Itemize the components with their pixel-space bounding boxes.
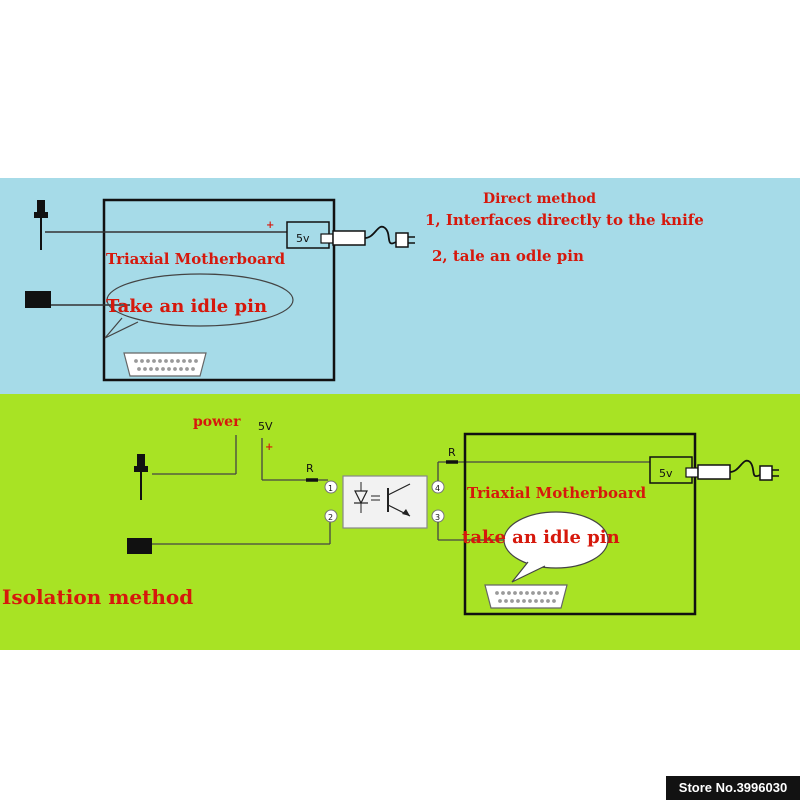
power-plug-icon	[320, 225, 415, 248]
isolation-method-title: Isolation method	[2, 585, 193, 609]
direct-step-1: 1, Interfaces directly to the knife	[425, 211, 704, 229]
plus-mark: +	[266, 220, 274, 231]
supply-5v-label: 5v	[296, 232, 310, 245]
speech-bubble	[106, 273, 294, 327]
pin-4: 4	[435, 484, 440, 493]
speech-bubble	[503, 511, 609, 569]
resistor-left-label: R	[306, 462, 314, 475]
direct-step-2: 2, tale an odle pin	[432, 247, 584, 265]
direct-method-diagram: + 5v	[25, 191, 704, 382]
power-plug-icon	[685, 459, 779, 481]
isolation-method-diagram: power 5V + R 1 2 3 4	[2, 414, 779, 616]
speech-bubble-tail	[104, 317, 139, 339]
knife-icon	[134, 454, 148, 500]
motherboard-frame	[463, 432, 697, 616]
supply-5v-label: 5V	[258, 420, 273, 433]
store-badge: Store No.3996030	[666, 776, 800, 800]
resistor-right-label: R	[448, 446, 456, 459]
motherboard-frame	[102, 198, 336, 382]
sensor-block-icon	[127, 538, 152, 554]
speech-bubble-tail	[511, 561, 546, 583]
board-label: Triaxial Motherboard	[467, 484, 647, 502]
sensor-block-icon	[25, 291, 51, 308]
db25-connector-icon	[123, 352, 207, 377]
board-label: Triaxial Motherboard	[106, 250, 286, 268]
pin-1: 1	[328, 484, 333, 493]
optocoupler: 1 2 3 4	[324, 475, 445, 529]
knife-icon	[34, 200, 48, 250]
idle-pin-label: Take an idle pin	[106, 296, 267, 317]
idle-pin-label: take an idle pin	[462, 527, 620, 548]
power-label: power	[193, 414, 241, 430]
plus-mark: +	[265, 442, 273, 453]
pin-3: 3	[435, 513, 440, 522]
pin-2: 2	[328, 513, 333, 522]
direct-method-title: Direct method	[483, 191, 596, 207]
board-supply-label: 5v	[659, 467, 673, 480]
db25-connector-icon	[484, 584, 568, 609]
